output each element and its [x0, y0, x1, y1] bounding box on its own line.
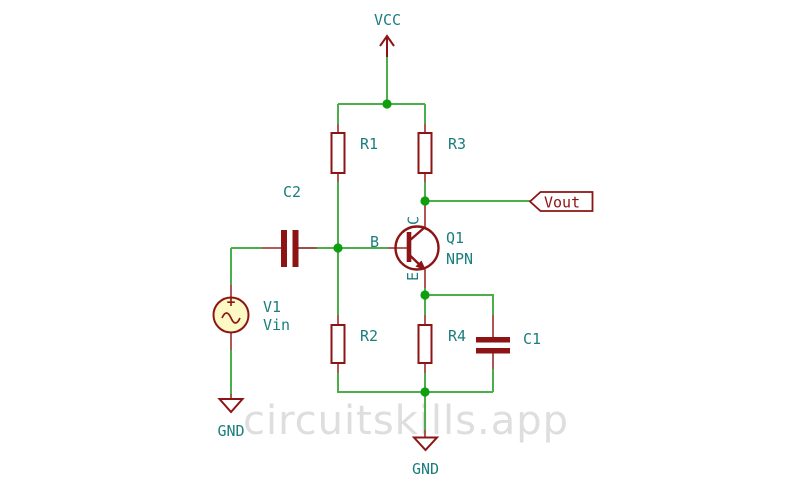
gnd-symbol-bottom: GND	[411, 436, 440, 478]
net-label-vout: Vout	[528, 191, 594, 212]
junction-dot	[420, 196, 430, 206]
resistor-body	[330, 324, 346, 364]
gnd-bottom-label: GND	[412, 460, 439, 478]
gnd-symbol-left: GND	[217, 398, 245, 440]
junction-dots	[333, 99, 430, 397]
capacitor-c1-label: C1	[523, 330, 541, 348]
junction-dot	[420, 387, 430, 397]
wires	[230, 57, 530, 430]
transistor-q1: B C E Q1 NPN	[370, 216, 473, 281]
capacitor-plate	[292, 230, 299, 267]
vout-label-text: Vout	[544, 194, 580, 212]
capacitor-plate	[476, 348, 510, 354]
capacitor-plate	[476, 337, 510, 343]
resistor-r1: R1	[330, 132, 378, 174]
resistor-r1-label: R1	[360, 135, 378, 153]
transistor-q1-value: NPN	[446, 250, 473, 268]
power-flag-vcc: VCC	[374, 11, 401, 57]
transistor-pin-e-label: E	[404, 272, 422, 281]
resistor-body	[417, 324, 433, 364]
watermark-text: circuitskills.app	[243, 398, 569, 444]
transistor-body-circle	[394, 225, 440, 271]
gnd-left-label: GND	[217, 422, 244, 440]
resistor-r4-label: R4	[448, 327, 466, 345]
resistor-r4: R4	[417, 324, 466, 364]
junction-dot	[333, 243, 343, 253]
resistor-r3: R3	[417, 132, 466, 174]
vcc-label: VCC	[374, 11, 401, 29]
source-v1-value: Vin	[263, 316, 290, 334]
resistor-r3-label: R3	[448, 135, 466, 153]
ac-source-circle	[212, 296, 250, 334]
source-v1: V1 Vin	[212, 296, 290, 334]
vcc-arrow-icon	[379, 34, 395, 57]
sine-wave-icon	[221, 312, 241, 324]
transistor-q1-ref: Q1	[446, 229, 464, 247]
gnd-triangle-icon	[217, 398, 245, 414]
source-v1-ref: V1	[263, 298, 281, 316]
transistor-emitter-arrow	[415, 260, 426, 271]
resistor-r2-label: R2	[360, 327, 378, 345]
plus-sign-icon	[227, 298, 235, 306]
transistor-collector-line	[408, 226, 426, 242]
capacitor-c2: C2	[281, 183, 301, 267]
capacitor-c2-label: C2	[283, 183, 301, 201]
resistor-body	[417, 132, 433, 174]
junction-dot	[382, 99, 392, 109]
resistor-r2: R2	[330, 324, 378, 364]
gnd-triangle-icon	[411, 436, 440, 452]
component-pins	[230, 124, 494, 437]
transistor-pin-b-label: B	[370, 233, 379, 251]
capacitor-c1: C1	[476, 330, 541, 354]
wire	[425, 294, 494, 315]
junction-dot	[420, 290, 430, 300]
capacitor-plate	[281, 230, 287, 267]
wire	[337, 373, 493, 393]
resistor-body	[330, 132, 346, 174]
transistor-pin-c-label: C	[405, 216, 423, 225]
vout-flag-shape	[528, 191, 594, 212]
